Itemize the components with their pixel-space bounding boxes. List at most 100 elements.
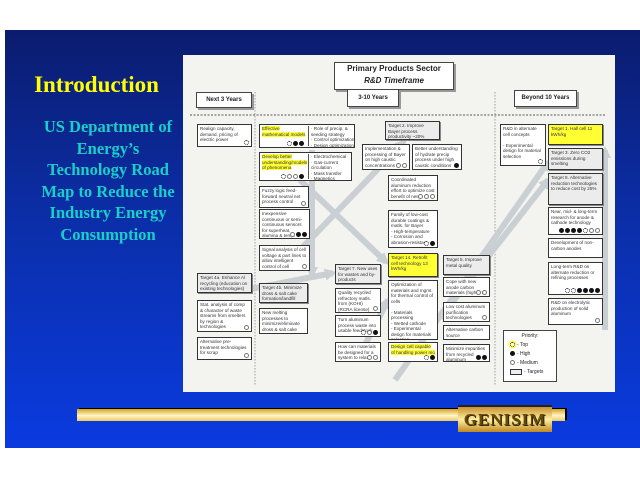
target-box: Target 1. Hall cell 11 kWh/kg <box>548 124 603 145</box>
priority-top-icon <box>565 288 570 293</box>
priority-indicators <box>301 201 306 206</box>
priority-medium-icon <box>302 264 307 269</box>
box-text-wrap: Target 5. Improve metal quality <box>446 257 487 268</box>
roadmap-box: Signal analysis of cell voltage & part l… <box>259 245 310 271</box>
priority-high-icon <box>571 228 576 233</box>
priority-high-icon <box>299 174 304 179</box>
legend-item: - High <box>510 349 556 358</box>
box-text-wrap: How can materials be designed for a syst… <box>338 344 378 361</box>
slide-subtitle: US Department of Energy’s Technology Roa… <box>41 117 175 244</box>
roadmap-box: Development of non-carbon anodes <box>548 238 603 258</box>
box-text-wrap: Develop better understanding/models of p… <box>262 154 308 171</box>
priority-high-icon <box>589 288 594 293</box>
timeframe-header: Next 3 Years <box>196 92 252 108</box>
target-box: Target 4a. Enhance Al recycling (educati… <box>197 273 252 293</box>
priority-top-icon <box>583 228 588 233</box>
box-text-wrap: Alternative pre-treatment technologies f… <box>200 339 249 356</box>
roadmap-box: R&D on electrolytic production of solid … <box>548 298 603 325</box>
priority-legend: Priority:- Top- High- Medium- Targets <box>503 330 557 382</box>
roadmap-box: Fuzzy logic feed-forward neutral net pro… <box>259 186 309 208</box>
roadmap-box: Long-term R&D on alternate reduction or … <box>548 262 603 295</box>
legend-label: - Targets <box>524 368 544 375</box>
legend-item: - Targets <box>510 367 556 376</box>
roadmap-box: Quality recycled refractory matls. from … <box>335 288 381 313</box>
arrow-shaft <box>297 177 389 265</box>
box-text: Target 14. Retrofit cell technology 13 k… <box>391 255 428 271</box>
box-text: Target 4a. Enhance Al recycling (educati… <box>200 275 248 291</box>
box-text-wrap: Family of low-cost durable coatings & ma… <box>391 212 435 245</box>
box-text-wrap: Target 14. Retrofit cell technology 13 k… <box>391 255 435 272</box>
box-text-wrap: Development of non-carbon anodes <box>551 240 600 251</box>
priority-medium-icon <box>301 201 306 206</box>
priority-indicators <box>476 290 487 295</box>
box-text: How can materials be designed for a syst… <box>338 344 376 361</box>
box-text-wrap: New melting processes to minimize/elimin… <box>262 310 305 332</box>
box-text-wrap: Target 1. Hall cell 11 kWh/kg <box>551 126 600 137</box>
box-text-wrap: Optimization of materials and mgmt. for … <box>391 282 435 339</box>
priority-medium-icon <box>402 163 407 168</box>
box-text-wrap: Low cost aluminum purification technolog… <box>446 304 487 321</box>
box-text-wrap: Target 8. Alternative reduction technolo… <box>551 175 600 192</box>
roadmap-box: Realign capacity, demand, pricing of ele… <box>197 124 252 147</box>
box-text-wrap: Realign capacity, demand, pricing of ele… <box>200 126 249 143</box>
priority-medium-icon <box>482 315 487 320</box>
roadmap-box: Alternative carbon source <box>443 325 490 340</box>
box-text-wrap: Effective mathematical models <box>262 126 306 137</box>
box-text: Alternative pre-treatment technologies f… <box>200 339 247 355</box>
box-text-wrap: Target 7. New uses for wastes and by-pro… <box>338 266 378 283</box>
box-text: Effective mathematical models <box>262 126 306 137</box>
priority-high-icon <box>296 232 301 237</box>
box-text-wrap: Target 4a. Enhance Al recycling (educati… <box>200 275 249 292</box>
priority-top-icon <box>281 174 286 179</box>
box-text-wrap: Signal analysis of cell voltage & part l… <box>262 247 307 269</box>
box-text-wrap: Target 4b. Minimize dross & salt cake fo… <box>262 285 305 302</box>
box-text: Target 7. New uses for wastes and by-pro… <box>338 266 378 282</box>
priority-medium-icon <box>418 194 423 199</box>
roadmap-box: Turn aluminum process waste into usable … <box>335 315 381 337</box>
box-text: Alternative carbon source <box>446 327 484 338</box>
diagram-subtitle: R&D Timeframe <box>364 76 424 85</box>
priority-indicators <box>396 163 407 168</box>
priority-top-icon <box>287 141 292 146</box>
priority-indicators <box>290 232 307 237</box>
priority-high-icon <box>302 232 307 237</box>
priority-medium-icon <box>367 330 372 335</box>
box-text-wrap: Better understanding of hydrate precip p… <box>415 146 459 168</box>
roadmap-box: Low cost aluminum purification technolog… <box>443 302 490 322</box>
legend-label: - Top <box>517 341 529 348</box>
arrow-head <box>538 176 551 190</box>
box-text: Target 8. Alternative reduction technolo… <box>551 175 597 191</box>
priority-indicators <box>418 194 435 199</box>
box-text-wrap: Fuzzy logic feed-forward neutral net pro… <box>262 188 306 205</box>
priority-indicators <box>565 288 600 293</box>
priority-top-icon <box>361 330 366 335</box>
roadmap-box: Stat. analysis of comp & character of wa… <box>197 300 252 332</box>
priority-high-icon <box>293 141 298 146</box>
priority-indicators <box>244 140 249 145</box>
priority-medium-icon <box>510 360 515 365</box>
priority-medium-icon <box>373 355 378 360</box>
roadmap-box: Alternative pre-treatment technologies f… <box>197 337 252 360</box>
target-box: Target 2. Improve Bayer process producti… <box>385 121 440 140</box>
priority-medium-icon <box>482 290 487 295</box>
priority-indicators <box>476 355 487 360</box>
box-text-wrap: Long-term R&D on alternate reduction or … <box>551 264 600 281</box>
box-text-wrap: Stat. analysis of comp & character of wa… <box>200 302 249 330</box>
priority-indicators <box>424 241 435 246</box>
target-box: Target 3. Zero CO2 emissions during smel… <box>548 148 603 170</box>
box-text: Target 5. Improve metal quality <box>446 257 482 268</box>
priority-high-icon <box>595 288 600 293</box>
priority-high-icon <box>510 351 515 356</box>
box-text: New melting processes to minimize/elimin… <box>262 310 300 332</box>
priority-high-icon <box>430 355 435 360</box>
priority-high-icon <box>430 241 435 246</box>
arrow-head <box>376 252 389 265</box>
arrow-head <box>379 296 390 310</box>
box-text: Family of low-cost durable coatings & ma… <box>391 212 430 245</box>
box-text-wrap: Quality recycled refractory matls. from … <box>338 290 378 312</box>
box-text-wrap: Inexpensive continuous or semi-continuou… <box>262 211 307 238</box>
priority-indicators <box>373 306 378 311</box>
box-text-wrap: Implementation & processing of Bayer on … <box>365 146 407 168</box>
box-text: R&D in alternate cell concepts - Experim… <box>503 126 541 159</box>
